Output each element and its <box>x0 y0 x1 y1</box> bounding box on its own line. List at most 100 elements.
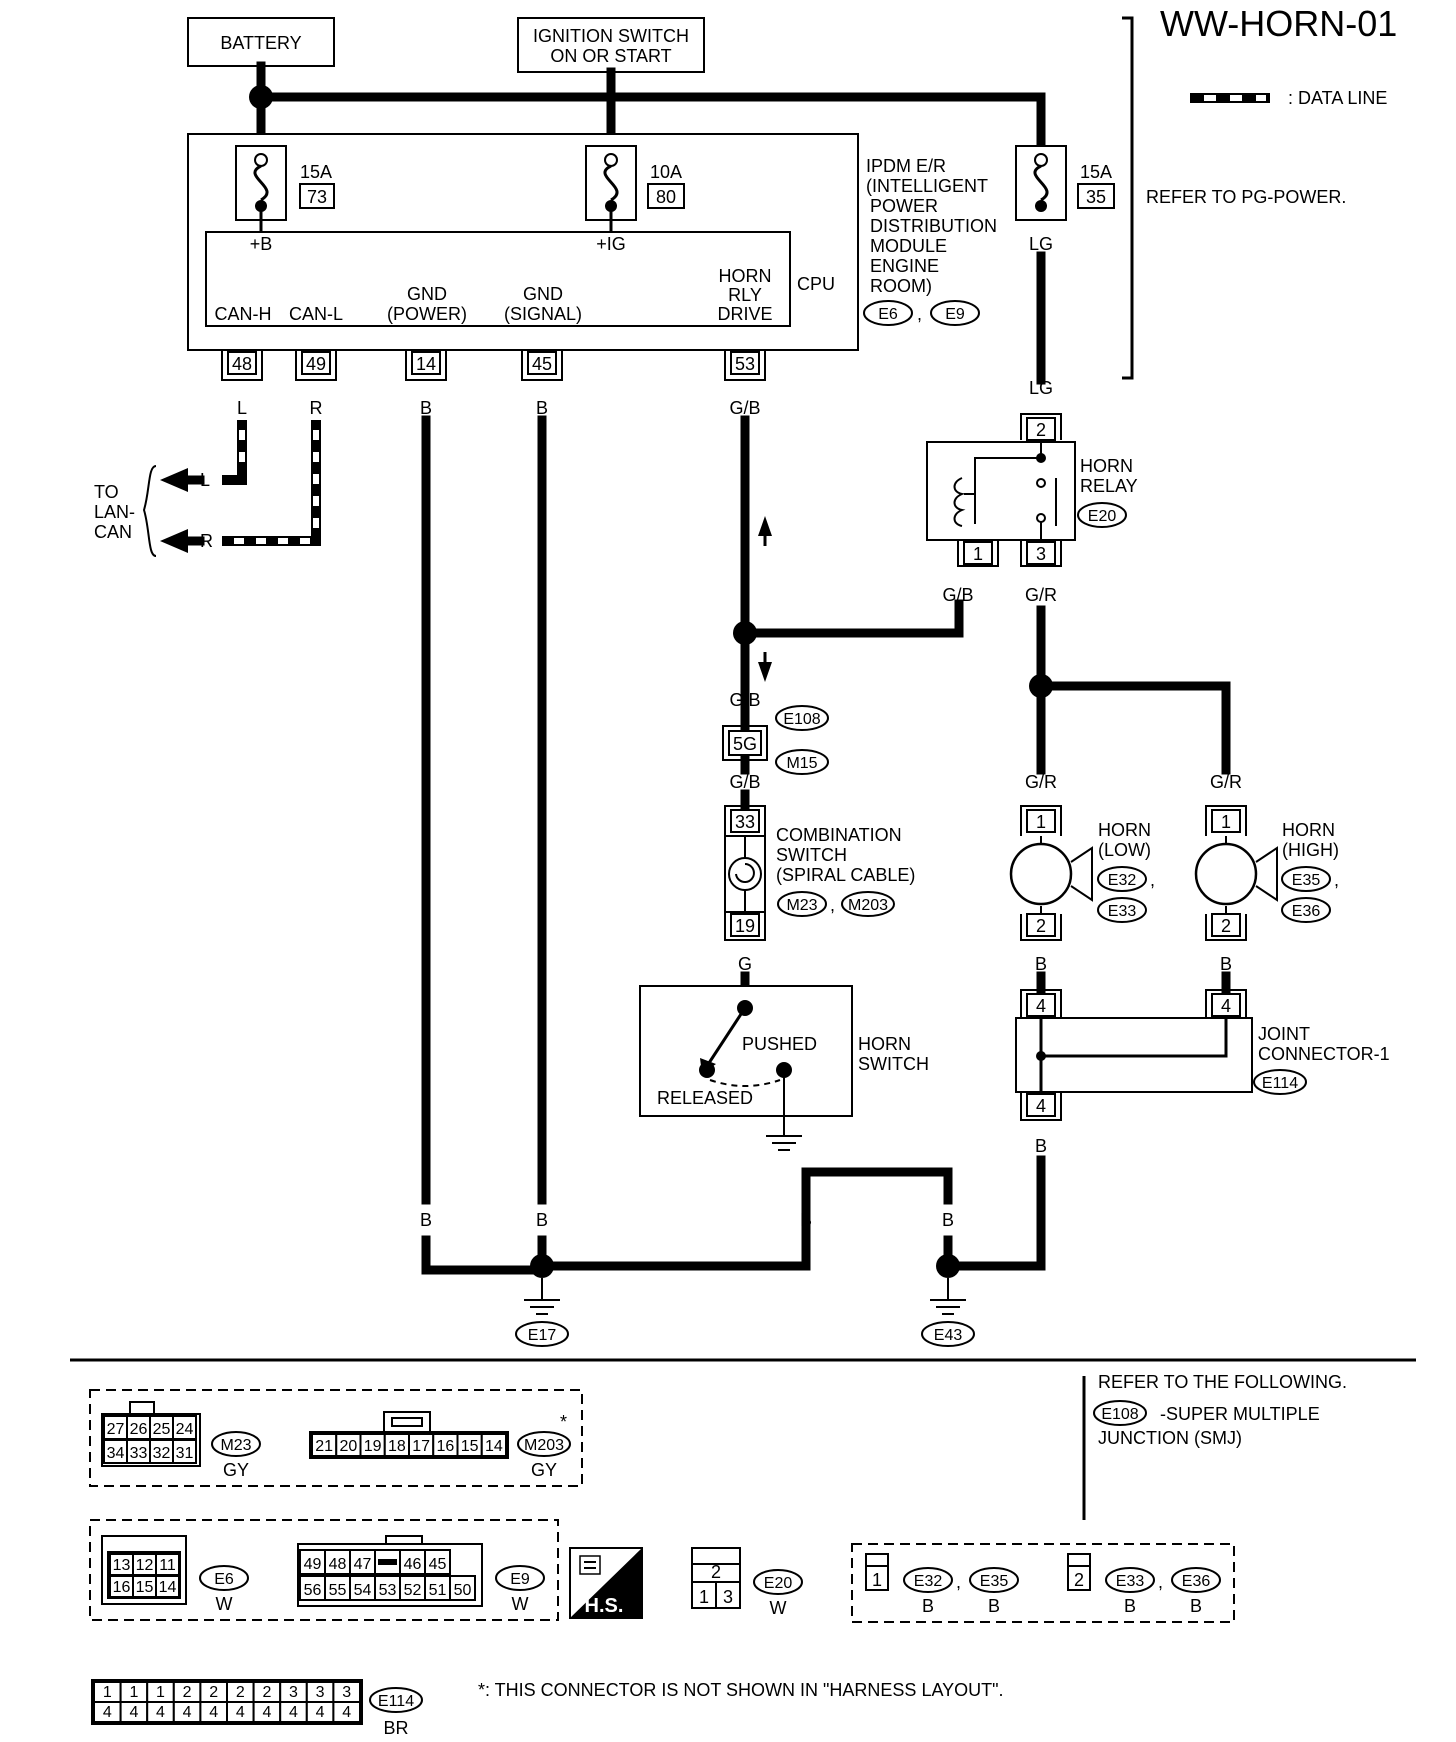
svg-text:MODULE: MODULE <box>870 236 947 256</box>
svg-text:G: G <box>738 954 752 974</box>
svg-text:1: 1 <box>1036 812 1046 832</box>
svg-text:-SUPER MULTIPLE: -SUPER MULTIPLE <box>1160 1404 1320 1424</box>
svg-text:2: 2 <box>1036 916 1046 936</box>
svg-text:LG: LG <box>1029 234 1053 254</box>
connector-e32-e35: 1 E32 B , E35 B <box>865 1553 1019 1616</box>
svg-text:HORN: HORN <box>1098 820 1151 840</box>
svg-text:,: , <box>1334 870 1339 890</box>
connector-pin-label: 1 <box>129 1684 138 1701</box>
connector-pin-label: 1 <box>156 1684 165 1701</box>
svg-text:H.S.: H.S. <box>585 1595 624 1617</box>
connector-pin-label: 11 <box>159 1557 176 1574</box>
svg-text:SWITCH: SWITCH <box>776 845 847 865</box>
connector-pin-label: 4 <box>129 1704 138 1721</box>
svg-text:G/R: G/R <box>1025 585 1057 605</box>
svg-text:M203: M203 <box>848 897 888 914</box>
svg-text:RELEASED: RELEASED <box>657 1088 753 1108</box>
svg-text:E33: E33 <box>1108 903 1137 920</box>
svg-text:B: B <box>420 1210 432 1230</box>
connector-pin-label: 47 <box>354 1556 372 1573</box>
ignition-line2: ON OR START <box>550 46 671 66</box>
svg-text:M23: M23 <box>220 1437 251 1454</box>
svg-text:G/R: G/R <box>1025 772 1057 792</box>
connector-pin-label: 21 <box>315 1438 333 1455</box>
svg-text:HORN: HORN <box>1080 456 1133 476</box>
horn-low: 1 2 HORN (LOW) E32 , E33 B <box>1009 805 1155 974</box>
connector-cell <box>324 1549 351 1575</box>
connector-pin-label: 18 <box>388 1438 406 1455</box>
svg-text:33: 33 <box>735 812 755 832</box>
svg-text:B: B <box>1220 954 1232 974</box>
footnote: *: THIS CONNECTOR IS NOT SHOWN IN "HARNE… <box>478 1680 1004 1700</box>
connector-pin-label: 53 <box>379 1582 397 1599</box>
connector-cell <box>155 1575 180 1598</box>
connector-cell <box>172 1439 197 1464</box>
svg-text:1: 1 <box>1221 812 1231 832</box>
svg-text:HORN: HORN <box>1282 820 1335 840</box>
svg-text:B: B <box>1124 1596 1136 1616</box>
svg-text:B: B <box>536 398 548 418</box>
connector-group-horns <box>851 1543 1235 1623</box>
svg-text:B: B <box>800 1210 812 1230</box>
svg-text:(POWER): (POWER) <box>387 304 467 324</box>
svg-text:4: 4 <box>1036 1096 1046 1116</box>
ipdm-description: IPDM E/R (INTELLIGENT POWER DISTRIBUTION… <box>866 156 997 296</box>
svg-text:W: W <box>770 1598 787 1618</box>
connector-pin-label: 27 <box>107 1421 125 1438</box>
svg-text:2: 2 <box>1074 1570 1084 1590</box>
svg-text:COMBINATION: COMBINATION <box>776 825 902 845</box>
svg-text:(SIGNAL): (SIGNAL) <box>504 304 582 324</box>
ignition-switch-box <box>517 17 705 73</box>
svg-text:E32: E32 <box>914 1573 943 1590</box>
combination-switch: 33 19 COMBINATION SWITCH (SPIRAL CABLE) … <box>724 805 915 974</box>
ipdm-wire-labels: L R B B G/B <box>237 398 761 418</box>
connector-pin-label: 46 <box>404 1556 422 1573</box>
svg-text:,: , <box>830 895 835 915</box>
svg-text:B: B <box>1035 1136 1047 1156</box>
connector-pin-label: 4 <box>262 1704 271 1721</box>
svg-text:,: , <box>956 1572 961 1592</box>
svg-text:G/R: G/R <box>1210 772 1242 792</box>
connector-pin-label: 2 <box>236 1684 245 1701</box>
svg-text:HORN: HORN <box>858 1034 911 1054</box>
svg-text:B: B <box>1190 1596 1202 1616</box>
svg-text:E20: E20 <box>1088 508 1117 525</box>
svg-text:45: 45 <box>532 354 552 374</box>
svg-text:G/B: G/B <box>729 772 760 792</box>
svg-text:35: 35 <box>1086 187 1106 207</box>
cpu-label: CPU <box>797 274 835 294</box>
svg-text:E9: E9 <box>510 1571 530 1588</box>
svg-text:REFER TO THE FOLLOWING.: REFER TO THE FOLLOWING. <box>1098 1372 1347 1392</box>
svg-text:HORN: HORN <box>719 266 772 286</box>
svg-text:B: B <box>1035 954 1047 974</box>
svg-text:73: 73 <box>307 187 327 207</box>
svg-text:TO: TO <box>94 482 119 502</box>
svg-text:SWITCH: SWITCH <box>858 1054 929 1074</box>
svg-text:GND: GND <box>523 284 563 304</box>
svg-text:BR: BR <box>383 1718 408 1738</box>
svg-text:B: B <box>536 1210 548 1230</box>
svg-text:14: 14 <box>416 354 436 374</box>
gnd-power-run <box>421 1235 547 1275</box>
svg-text:G/B: G/B <box>942 585 973 605</box>
connector-e20: 2 1 3 E20 W <box>691 1547 803 1618</box>
svg-text:*: * <box>560 1412 567 1432</box>
svg-text:M23: M23 <box>786 897 817 914</box>
svg-text:4: 4 <box>1221 996 1231 1016</box>
ground-link-wire <box>537 1167 953 1271</box>
svg-text:CAN: CAN <box>94 522 132 542</box>
connector-pin-label: 12 <box>136 1557 154 1574</box>
svg-text:W: W <box>216 1594 233 1614</box>
connector-pin-label: 4 <box>289 1704 298 1721</box>
connector-pin-label: 55 <box>329 1582 347 1599</box>
connector-group-m23-m203 <box>89 1389 583 1487</box>
ground-e17: E17 <box>515 1278 569 1347</box>
connector-pin-label: 2 <box>262 1684 271 1701</box>
svg-text:1: 1 <box>699 1587 709 1607</box>
svg-text:GY: GY <box>531 1460 557 1480</box>
svg-text:19: 19 <box>735 916 755 936</box>
connector-pin-label: 4 <box>342 1704 351 1721</box>
svg-text:2: 2 <box>711 1562 721 1582</box>
